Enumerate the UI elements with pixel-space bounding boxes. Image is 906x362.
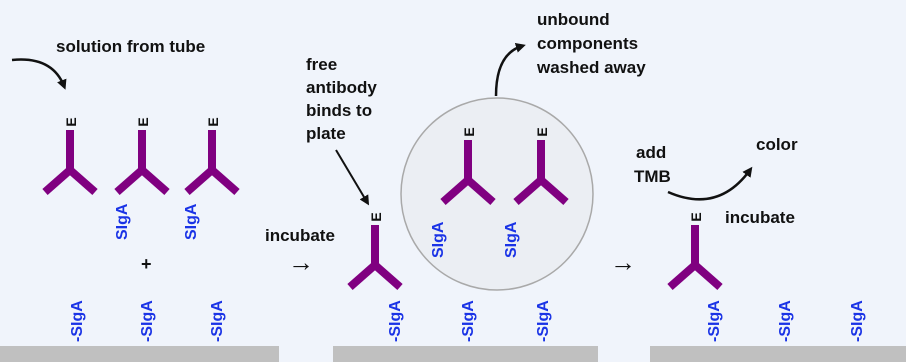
label-tmb: TMB (634, 167, 671, 186)
siga-plate-3a: -SIgA (706, 300, 723, 342)
enzyme-label: E (534, 127, 550, 136)
label-incubate-1: incubate (265, 226, 335, 245)
antibody-6 (513, 140, 569, 206)
antibody-2 (114, 130, 170, 196)
plate-3 (650, 346, 906, 362)
label-free-antibody-1: free (306, 55, 337, 74)
process-arrow-2: → (610, 247, 636, 277)
label-unbound-2: components (537, 34, 638, 53)
siga-bound-antibody-3: SIgA (183, 203, 200, 240)
arrow-unbound-curve (494, 42, 526, 97)
enzyme-label: E (63, 117, 79, 126)
antibody-4 (347, 225, 403, 291)
siga-plate-1c: -SIgA (209, 300, 226, 342)
arrow-solution-curve (11, 58, 67, 90)
siga-plate-2a: -SIgA (387, 300, 404, 342)
siga-plate-2c: -SIgA (535, 300, 552, 342)
siga-plate-2b: -SIgA (460, 300, 477, 342)
plus-sign: + (141, 254, 152, 274)
siga-plate-1b: -SIgA (139, 300, 156, 342)
siga-bound-antibody-2: SIgA (114, 203, 131, 240)
label-solution-from-tube: solution from tube (56, 37, 205, 56)
label-free-antibody-4: plate (306, 124, 346, 143)
label-color: color (756, 135, 798, 154)
enzyme-label: E (135, 117, 151, 126)
antibody-3 (184, 130, 240, 196)
label-free-antibody-2: antibody (306, 78, 377, 97)
label-unbound-1: unbound (537, 10, 610, 29)
enzyme-label: E (461, 127, 477, 136)
siga-washed-1: SIgA (430, 221, 447, 258)
siga-plate-1a: -SIgA (69, 300, 86, 342)
plate-1 (0, 346, 279, 362)
plate-2 (333, 346, 598, 362)
antibody-5 (440, 140, 496, 206)
label-unbound-3: washed away (536, 58, 646, 77)
arrow-color-curve (667, 166, 753, 201)
enzyme-label: E (368, 212, 384, 221)
wash-circle (400, 97, 594, 291)
antibody-7 (667, 225, 723, 291)
siga-washed-2: SIgA (503, 221, 520, 258)
label-incubate-2: incubate (725, 208, 795, 227)
enzyme-label: E (688, 212, 704, 221)
label-free-antibody-3: binds to (306, 101, 372, 120)
enzyme-label: E (205, 117, 221, 126)
siga-plate-3c: -SIgA (849, 300, 866, 342)
process-arrow-1: → (288, 247, 314, 277)
label-add: add (636, 143, 666, 162)
siga-plate-3b: -SIgA (777, 300, 794, 342)
antibody-1 (42, 130, 98, 196)
arrow-free-antibody (335, 149, 370, 206)
